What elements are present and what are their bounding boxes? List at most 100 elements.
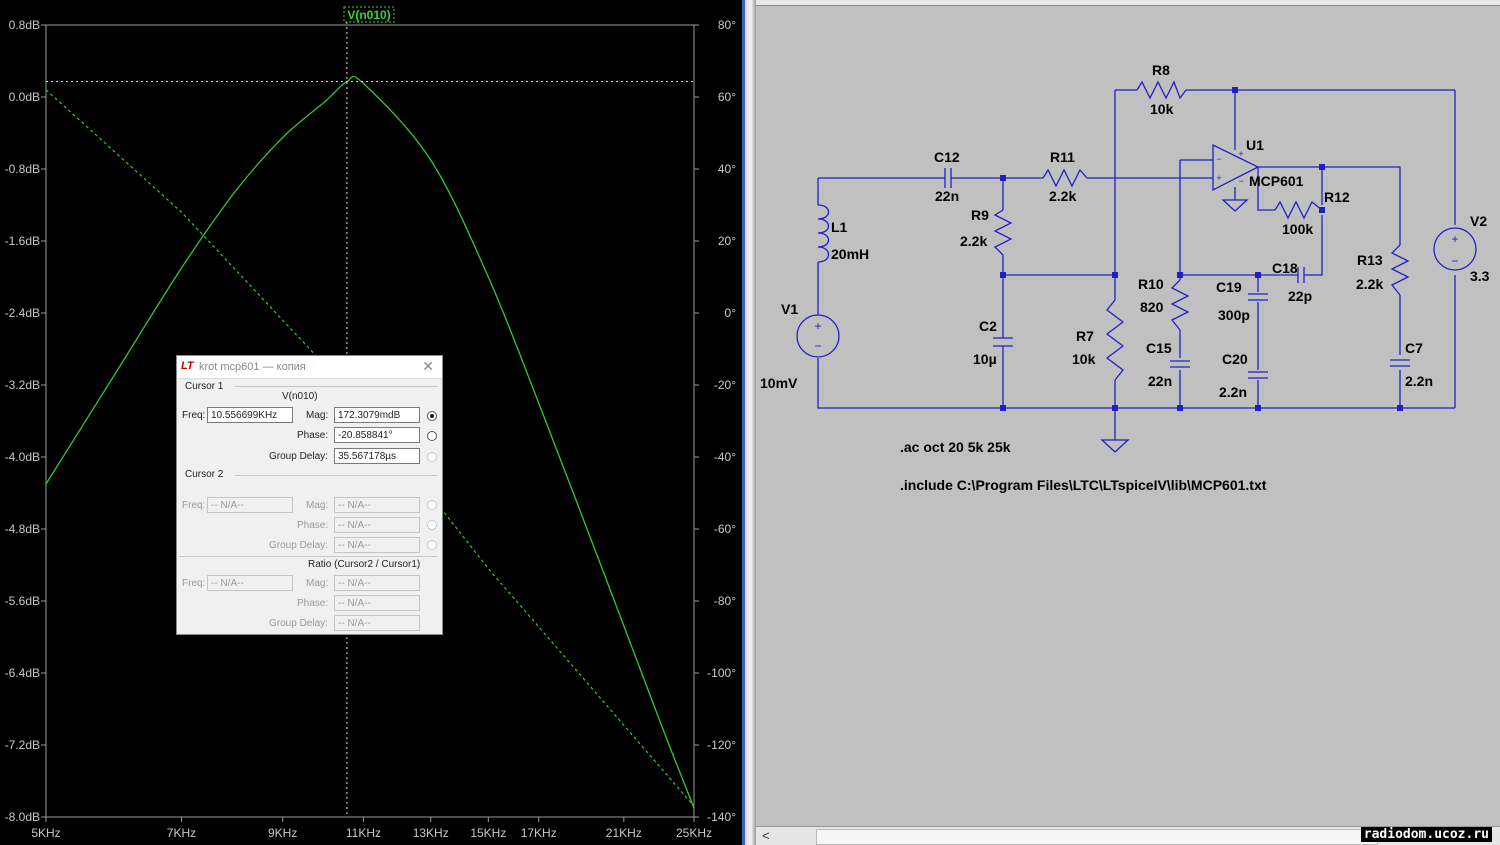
label-c15[interactable]: C15 xyxy=(1146,340,1172,356)
cursor1-trace-name: V(n010) xyxy=(282,391,318,402)
value-v1[interactable]: 10mV xyxy=(760,375,798,391)
y-tick-label: -2.4dB xyxy=(5,306,40,320)
value-c18[interactable]: 22p xyxy=(1288,288,1312,304)
label-v2[interactable]: V2 xyxy=(1470,213,1487,229)
label-c18[interactable]: C18 xyxy=(1272,260,1298,276)
resistor-r7 xyxy=(1105,299,1125,381)
cursor1-group-delay-field[interactable]: 35.567178µs xyxy=(334,448,420,464)
value-l1[interactable]: 20mH xyxy=(831,246,869,262)
cursor1-phase-radio[interactable] xyxy=(427,431,437,441)
scrollbar-thumb[interactable] xyxy=(816,829,1378,845)
wire xyxy=(1257,167,1275,211)
value-r8[interactable]: 10k xyxy=(1150,101,1174,117)
label-r12[interactable]: R12 xyxy=(1324,189,1350,205)
y-tick-label: -3.2dB xyxy=(5,378,40,392)
x-tick-label: 7KHz xyxy=(167,826,196,840)
cursor1-mag-field[interactable]: 172.3079mdB xyxy=(334,407,420,423)
value-r12[interactable]: 100k xyxy=(1282,221,1313,237)
cursor1-gd-radio[interactable] xyxy=(427,452,437,462)
value-r11[interactable]: 2.2k xyxy=(1049,188,1076,204)
label-r9[interactable]: R9 xyxy=(971,207,989,223)
label-c2[interactable]: C2 xyxy=(979,318,997,334)
label-v1[interactable]: V1 xyxy=(781,301,798,317)
pane-splitter[interactable] xyxy=(742,0,756,845)
cursor1-mag-radio[interactable] xyxy=(427,411,437,421)
value-r9[interactable]: 2.2k xyxy=(960,233,987,249)
spice-directive-include[interactable]: .include C:\Program Files\LTC\LTspiceIV\… xyxy=(900,477,1267,493)
value-c19[interactable]: 300p xyxy=(1218,307,1250,323)
ground-symbol xyxy=(1100,439,1130,453)
value-c2[interactable]: 10µ xyxy=(973,351,997,367)
value-r7[interactable]: 10k xyxy=(1072,351,1096,367)
cursor2-phase-radio[interactable] xyxy=(427,520,437,530)
plus-sign: + xyxy=(1451,232,1458,246)
group-divider xyxy=(235,386,438,388)
waveform-plot[interactable]: V(n010) 0.8dB0.0dB-0.8dB-1.6dB-2.4dB-3.2… xyxy=(0,0,742,845)
label-r8[interactable]: R8 xyxy=(1152,62,1170,78)
label-r13[interactable]: R13 xyxy=(1357,252,1383,268)
value-r10[interactable]: 820 xyxy=(1140,299,1164,315)
group-divider xyxy=(235,475,438,476)
value-c12[interactable]: 22n xyxy=(935,188,959,204)
ratio-phase-field[interactable]: -- N/A-- xyxy=(334,595,420,611)
junctions xyxy=(1000,87,1403,411)
label-c19[interactable]: C19 xyxy=(1216,279,1242,295)
cursor2-group-label: Cursor 2 xyxy=(185,469,224,480)
capacitor-c19 xyxy=(1248,293,1268,301)
x-tick-label: 13KHz xyxy=(413,826,449,840)
cursor2-freq-field[interactable]: -- N/A-- xyxy=(207,497,293,513)
cursor1-freq-field[interactable]: 10.556699KHz xyxy=(207,407,293,423)
label-c7[interactable]: C7 xyxy=(1405,340,1423,356)
horizontal-scrollbar[interactable]: < xyxy=(756,826,1500,845)
value-u1[interactable]: MCP601 xyxy=(1249,173,1304,189)
scroll-left-icon[interactable]: < xyxy=(762,828,770,843)
cursor2-group-delay-field[interactable]: -- N/A-- xyxy=(334,537,420,553)
value-c15[interactable]: 22n xyxy=(1148,373,1172,389)
wire xyxy=(817,178,1455,409)
label-c20[interactable]: C20 xyxy=(1222,351,1248,367)
value-c7[interactable]: 2.2n xyxy=(1405,373,1433,389)
label-r11[interactable]: R11 xyxy=(1050,149,1075,165)
cursor1-phase-field[interactable]: -20.858841° xyxy=(334,427,420,443)
dialog-titlebar[interactable]: LT krot mcp601 — копия ✕ xyxy=(177,356,442,379)
value-c20[interactable]: 2.2n xyxy=(1219,384,1247,400)
ratio-mag-field[interactable]: -- N/A-- xyxy=(334,575,420,591)
wire xyxy=(1258,166,1401,408)
opamp-u1 xyxy=(1212,143,1260,192)
ratio-gd-label: Group Delay: xyxy=(269,618,328,629)
y2-tick-label: -100° xyxy=(707,666,736,680)
y-tick-label: 0.8dB xyxy=(9,18,40,32)
x-tick-label: 15KHz xyxy=(470,826,506,840)
cursor2-gd-label: Group Delay: xyxy=(269,540,328,551)
wire xyxy=(1002,178,1115,408)
ratio-group-delay-field[interactable]: -- N/A-- xyxy=(334,615,420,631)
close-icon[interactable]: ✕ xyxy=(422,358,434,374)
spice-directive-ac[interactable]: .ac oct 20 5k 25k xyxy=(900,439,1011,455)
capacitor-c15 xyxy=(1170,360,1190,368)
capacitor-c2 xyxy=(993,335,1013,350)
plot-frame xyxy=(45,24,695,818)
label-r7[interactable]: R7 xyxy=(1076,328,1094,344)
value-r13[interactable]: 2.2k xyxy=(1356,276,1383,292)
cursor-readout-dialog[interactable]: LT krot mcp601 — копия ✕ Cursor 1 V(n010… xyxy=(176,355,443,635)
trace-label[interactable]: V(n010) xyxy=(347,8,390,22)
ratio-freq-field[interactable]: -- N/A-- xyxy=(207,575,293,591)
cursor2-mag-radio[interactable] xyxy=(427,500,437,510)
value-v2[interactable]: 3.3 xyxy=(1470,268,1490,284)
resistor-r8 xyxy=(1136,80,1187,100)
pin-minus-in: − xyxy=(1216,154,1221,164)
label-r10[interactable]: R10 xyxy=(1138,276,1164,292)
capacitor-c20 xyxy=(1248,371,1268,379)
cursor2-mag-field[interactable]: -- N/A-- xyxy=(334,497,420,513)
label-l1[interactable]: L1 xyxy=(831,219,848,235)
y2-tick-label: 80° xyxy=(718,18,736,32)
cursor2-phase-field[interactable]: -- N/A-- xyxy=(334,517,420,533)
y-tick-label: -5.6dB xyxy=(5,594,40,608)
label-c12[interactable]: C12 xyxy=(934,149,960,165)
label-u1[interactable]: U1 xyxy=(1246,137,1264,153)
schematic-editor[interactable]: + − + − + − − + R8 10k C12 22n R11 2.2k xyxy=(756,0,1500,845)
y-tick-label: -6.4dB xyxy=(5,666,40,680)
cursor2-gd-radio[interactable] xyxy=(427,540,437,550)
schematic-canvas[interactable]: + − + − + − − + R8 10k C12 22n R11 2.2k xyxy=(756,0,1500,826)
